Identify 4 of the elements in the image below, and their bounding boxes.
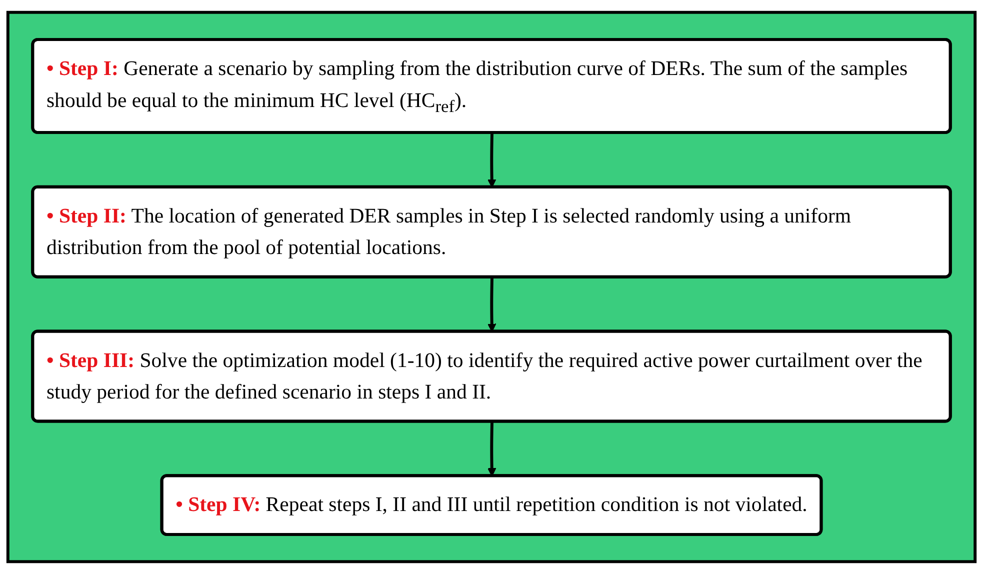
arrow (488, 132, 496, 188)
cluster (6, 10, 977, 564)
arrow (488, 422, 496, 476)
arrow (488, 277, 496, 332)
